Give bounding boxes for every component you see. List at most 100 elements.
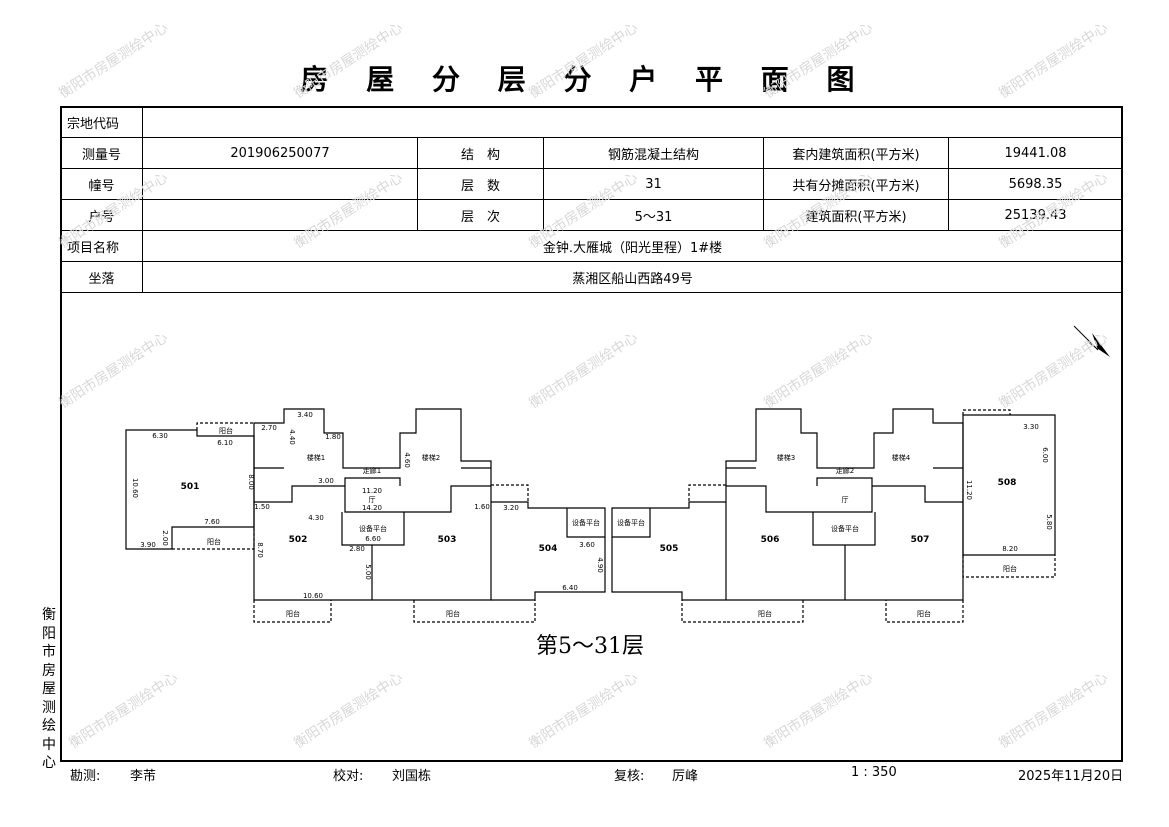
side-label: 衡 阳 市 房 屋 测 绘 中 心 [40,606,58,773]
table-row: 项目名称 金钟.大雁城（阳光里程）1#楼 [60,230,1123,262]
unit-label: 502 [289,535,308,545]
dimension: 14.20 [362,504,382,512]
unit-label: 506 [761,535,780,545]
side-char: 阳 [42,625,56,642]
dimension: 4.60 [403,452,411,468]
dimension: 6.40 [562,584,578,592]
wall-line [254,467,491,600]
dimension: 6.30 [152,432,168,440]
side-char: 绘 [42,718,56,734]
dimension: 1.80 [325,433,341,441]
unit-label: 507 [911,535,930,545]
side-char: 屋 [42,681,56,697]
side-char: 测 [42,699,56,716]
project-label: 项目名称 [60,230,143,262]
room-label: 阳台 [1003,564,1017,573]
dimension: 3.00 [318,477,334,485]
dimension: 8.00 [247,474,255,490]
table-row: 坐落 蒸湘区船山西路49号 [60,261,1123,293]
shared-area-label: 共有分摊面积(平方米) [763,168,949,200]
building-no-value [142,168,418,200]
surveyor-name: 李芾 [130,769,157,784]
room-label: 设备平台 [572,518,600,527]
room-label: 设备平台 [617,518,645,527]
side-char: 中 [42,736,56,753]
dimension: 6.00 [1041,447,1049,463]
room-label: 设备平台 [831,524,859,533]
building-no-label: 幢号 [60,168,143,200]
dimension: 2.70 [261,424,277,432]
wall-line [566,508,605,538]
room-label: 阳台 [446,609,460,618]
location-label: 坐落 [60,261,143,293]
checker-name: 刘国栋 [392,769,432,784]
room-label: 厅 [842,496,849,504]
floors-value: 31 [543,168,764,200]
dimension: 10.60 [303,592,323,600]
room-label: 楼梯1 [307,453,325,462]
page-title: 房 屋 分 层 分 户 平 面 图 [300,63,869,96]
surveyor-label: 勘测: [70,769,101,784]
floor-label: 第5～31层 [536,634,644,659]
side-char: 心 [42,755,56,771]
project-value: 金钟.大雁城（阳光里程）1#楼 [142,230,1123,262]
dimension: 2.80 [349,545,365,553]
dimension: 2.00 [161,530,169,546]
side-char: 房 [42,662,56,679]
location-value: 蒸湘区船山西路49号 [142,261,1123,293]
unit-label: 501 [181,482,200,492]
unit-label: 504 [539,544,558,554]
table-row: 户号 层 次 5～31 建筑面积(平方米) 25139.43 [60,199,1123,231]
dimension: 1.60 [474,503,490,511]
room-label: 设备平台 [359,524,387,533]
dimension: 5.00 [364,564,372,580]
room-label: 阳台 [917,609,931,618]
unit-label: 505 [660,544,679,554]
balcony-outline [253,484,536,623]
room-label: 楼梯3 [777,453,795,462]
unit-no-label: 户号 [60,199,143,231]
room-label: 阳台 [219,426,233,435]
dimension: 7.60 [204,518,220,526]
info-table: 宗地代码 测量号 201906250077 结 构 钢筋混凝土结构 套内建筑面积… [60,106,1123,293]
dimension: 11.20 [965,480,973,500]
dimension: 5.80 [1045,514,1053,530]
table-row: 幢号 层 数 31 共有分摊面积(平方米) 5698.35 [60,168,1123,200]
dimension: 3.30 [1023,423,1039,431]
dimension: 6.10 [217,439,233,447]
dimension: 6.60 [365,535,381,543]
unit-label: 508 [998,478,1017,488]
dimension: 4.40 [288,429,296,445]
dimension: 3.60 [579,541,595,549]
reviewer-label: 复核: [614,769,645,784]
dimension: 3.20 [503,504,519,512]
room-label: 阳台 [286,609,300,618]
room-label: 楼梯2 [422,453,440,462]
side-char: 市 [42,644,56,660]
table-row: 测量号 201906250077 结 构 钢筋混凝土结构 套内建筑面积(平方米)… [60,137,1123,169]
dimension: 11.20 [362,487,382,495]
room-label: 走廊1 [363,466,381,475]
dimension: 8.70 [256,542,264,558]
scale: 1 : 350 [851,765,897,780]
checker-label: 校对: [333,769,364,784]
room-label: 厅 [369,496,376,504]
unit-outline [253,408,492,601]
dimension: 3.90 [140,541,156,549]
total-area-value: 25139.43 [948,199,1123,231]
balcony-outline [962,409,1056,578]
shared-area-value: 5698.35 [948,168,1123,200]
dimension: 3.40 [297,411,313,419]
north-arrow-icon [1073,325,1110,357]
dimension: 4.30 [308,514,324,522]
room-label: 楼梯4 [892,453,911,462]
dimension: 4.90 [596,557,604,573]
dimension: 10.60 [131,478,139,498]
dimension: 8.20 [1002,545,1018,553]
room-label: 阳台 [207,537,221,546]
unit-label: 503 [438,535,457,545]
inner-area-label: 套内建筑面积(平方米) [763,137,949,169]
side-char: 衡 [42,607,56,623]
reviewer-name: 厉峰 [672,769,699,784]
